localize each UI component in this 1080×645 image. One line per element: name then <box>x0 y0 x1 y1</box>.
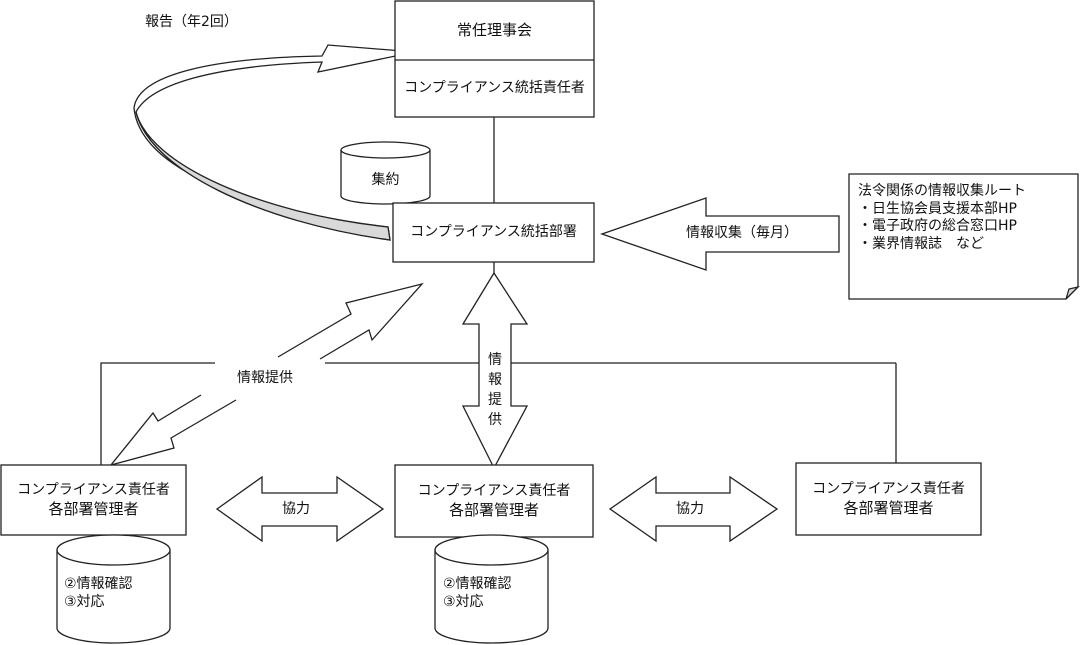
dept-middle-text: コンプライアンス責任者 各部署管理者 <box>395 465 593 537</box>
cooperate-right-label: 協力 <box>676 501 704 517</box>
collect-arrow-label: 情報収集（毎月） <box>686 225 798 241</box>
collect-arrow <box>600 197 840 271</box>
dept-role: コンプライアンス責任者 <box>812 481 965 497</box>
cooperate-arrow-right <box>608 475 779 543</box>
db-line: ②情報確認 <box>443 576 512 592</box>
sources-note-item: ・電子政府の総合窓口HP <box>858 218 1017 234</box>
provide-vertical-char: 提 <box>488 392 502 408</box>
cooperate-arrow-left <box>215 475 385 543</box>
dept-manager: 各部署管理者 <box>448 501 539 519</box>
db-line: ③対応 <box>64 594 105 610</box>
provide-vertical-char: 情 <box>488 352 502 368</box>
provide-diag-arrow-lower <box>109 394 237 467</box>
dept-cylinder-left <box>56 534 171 644</box>
db-line: ③対応 <box>443 594 484 610</box>
cooperate-left-label: 協力 <box>282 501 310 517</box>
sources-note-title: 法令関係の情報収集ルート <box>858 183 1026 199</box>
board-box <box>394 0 595 118</box>
dept-cylinder-middle <box>434 534 549 644</box>
dept-manager: 各部署管理者 <box>843 499 934 517</box>
provide-vertical-char: 供 <box>488 412 502 428</box>
dept-middle-db-text: ②情報確認 ③対応 <box>443 575 512 611</box>
sources-note-shape <box>848 173 1080 300</box>
provide-vertical-label: 情 報 提 供 <box>485 350 505 430</box>
board-title: 常任理事会 <box>456 21 532 39</box>
dept-left-text: コンプライアンス責任者 各部署管理者 <box>1 465 186 535</box>
sources-note-item: ・業界情報誌 など <box>858 235 984 252</box>
dept-role: コンプライアンス責任者 <box>17 482 170 498</box>
db-line: ②情報確認 <box>64 576 133 592</box>
sources-note-item: ・日生協会員支援本部HP <box>858 200 1017 217</box>
provide-diag-label: 情報提供 <box>237 370 293 386</box>
report-arrow-label: 報告（年2回） <box>145 14 238 30</box>
connector-bus-left <box>100 362 215 465</box>
provide-vertical-char: 報 <box>488 372 502 388</box>
dept-left-db-text: ②情報確認 ③対応 <box>64 575 133 611</box>
dept-box-middle <box>394 464 594 538</box>
dept-role: コンプライアンス責任者 <box>417 483 571 499</box>
aggregate-label: 集約 <box>371 171 400 188</box>
dept-box-left <box>0 464 187 536</box>
dept-box-right <box>795 462 982 536</box>
sources-note: 法令関係の情報収集ルート ・日生協会員支援本部HP ・電子政府の総合窓口HP ・… <box>858 183 1026 253</box>
board-officer: コンプライアンス統括責任者 <box>404 80 585 96</box>
report-curved-arrow-shade <box>135 111 391 241</box>
provide-diag-arrow-upper <box>277 282 424 360</box>
central-dept-box <box>392 202 595 263</box>
aggregate-cylinder <box>340 141 431 205</box>
dept-manager: 各部署管理者 <box>48 500 139 518</box>
dept-right-text: コンプライアンス責任者 各部署管理者 <box>796 463 981 535</box>
central-dept-label: コンプライアンス統括部署 <box>410 224 577 240</box>
